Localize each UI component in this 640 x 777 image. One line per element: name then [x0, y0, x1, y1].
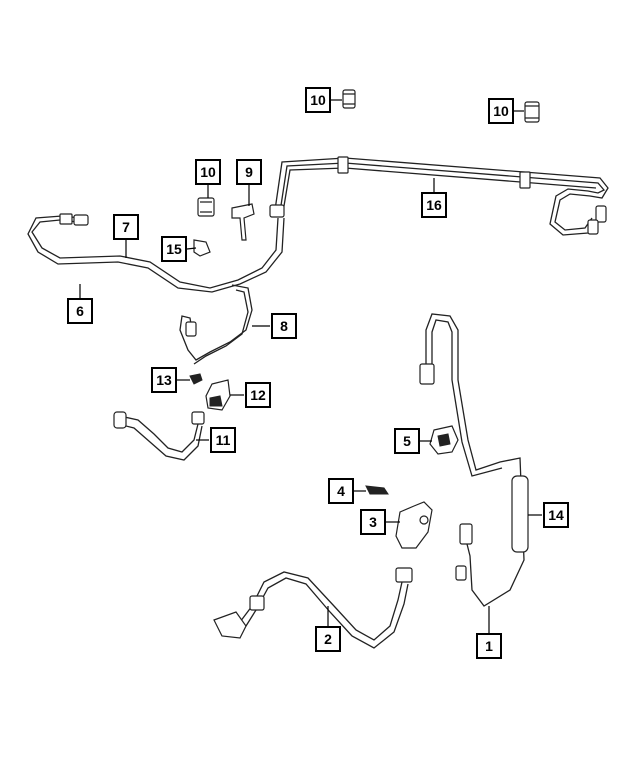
leader-lines [79, 99, 542, 633]
callout-2: 2 [315, 626, 341, 652]
part-1-brake-tube [419, 313, 525, 607]
callout-7: 7 [113, 214, 139, 240]
callout-8: 8 [271, 313, 297, 339]
part-13-clip [189, 373, 203, 385]
part-16-rear-brake-tube [269, 156, 609, 236]
callout-1: 1 [476, 633, 502, 659]
part-15-bracket [193, 239, 211, 257]
part-8-tube [179, 284, 253, 365]
part-6-front-brake-tube [27, 213, 285, 293]
part-10-clip-a [342, 89, 356, 109]
callout-11: 11 [210, 427, 236, 453]
callout-3: 3 [360, 509, 386, 535]
part-4-clip [365, 485, 389, 495]
callout-10-a: 10 [305, 87, 331, 113]
callout-10-b: 10 [488, 98, 514, 124]
callout-5: 5 [394, 428, 420, 454]
callout-4: 4 [328, 478, 354, 504]
callout-15: 15 [161, 236, 187, 262]
callout-6: 6 [67, 298, 93, 324]
part-14-hose-sleeve [511, 475, 529, 553]
callout-14: 14 [543, 502, 569, 528]
part-5-junction-block [429, 425, 459, 455]
part-10-clip-c [197, 197, 215, 217]
callout-9: 9 [236, 159, 262, 185]
callout-12: 12 [245, 382, 271, 408]
callout-10-c: 10 [195, 159, 221, 185]
part-11-flex-hose [113, 411, 205, 461]
part-9-bracket [231, 203, 255, 241]
part-2-brake-hose [213, 567, 413, 649]
callout-13: 13 [151, 367, 177, 393]
part-12-bracket [205, 379, 231, 411]
part-3-bracket [395, 501, 433, 549]
part-10-clip-b [524, 101, 540, 123]
callout-16: 16 [421, 192, 447, 218]
